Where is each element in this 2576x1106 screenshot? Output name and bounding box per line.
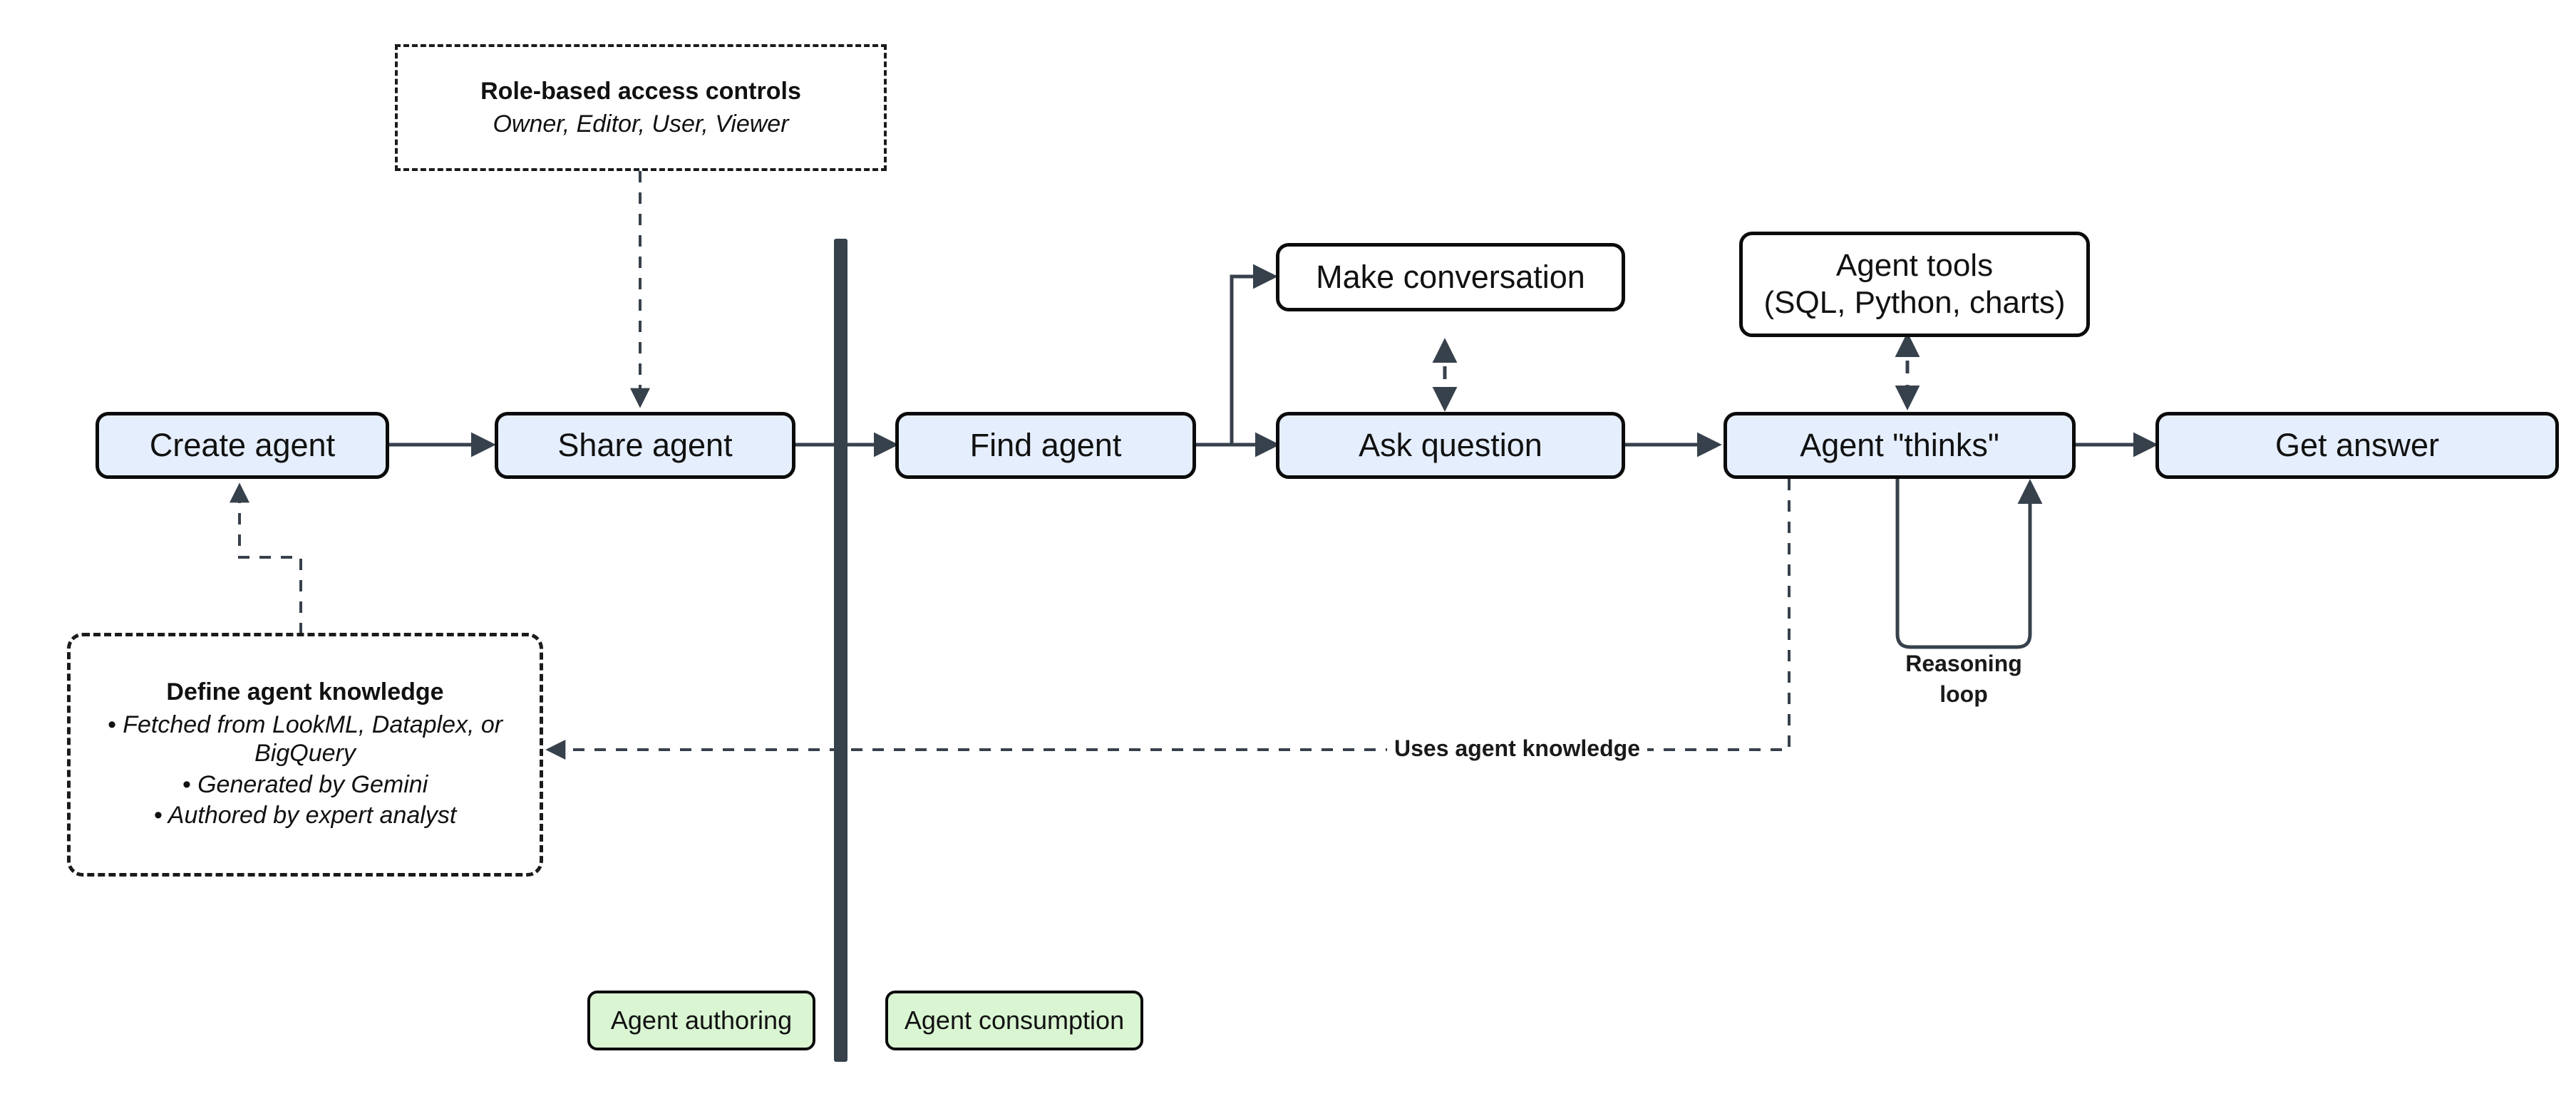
edge-find-to-conversation (1196, 264, 1278, 447)
node-share-agent[interactable]: Share agent (495, 412, 795, 479)
legend-agent-consumption-label: Agent consumption (904, 1005, 1125, 1035)
agent-tools-line-1: Agent tools (1835, 248, 1994, 284)
node-make-conversation-label: Make conversation (1316, 259, 1585, 296)
node-create-agent-label: Create agent (149, 427, 336, 464)
node-ask-question-label: Ask question (1359, 427, 1542, 464)
node-find-agent[interactable]: Find agent (895, 412, 1196, 479)
edge-uses-agent-knowledge (545, 479, 1791, 760)
node-find-agent-label: Find agent (969, 427, 1122, 464)
rbac-note-title: Role-based access controls (480, 77, 801, 105)
knowledge-note-item: • Generated by Gemini (182, 770, 428, 798)
knowledge-note-item: • Authored by expert analyst (153, 801, 457, 829)
node-get-answer[interactable]: Get answer (2155, 412, 2559, 479)
edge-reasoning-loop (1895, 479, 2043, 649)
node-agent-thinks[interactable]: Agent "thinks" (1724, 412, 2076, 479)
note-define-agent-knowledge: Define agent knowledge • Fetched from Lo… (67, 633, 543, 877)
edge-knowledge-to-create (230, 482, 302, 634)
edge-label-uses-agent-knowledge: Uses agent knowledge (1387, 735, 1647, 762)
section-divider (834, 239, 847, 1062)
node-get-answer-label: Get answer (2274, 427, 2440, 464)
note-role-based-access-controls: Role-based access controls Owner, Editor… (395, 44, 887, 171)
node-ask-question[interactable]: Ask question (1276, 412, 1625, 479)
legend-agent-authoring: Agent authoring (587, 991, 815, 1050)
reasoning-loop-label: Reasoning loop (1905, 651, 2022, 708)
node-make-conversation[interactable]: Make conversation (1276, 243, 1625, 311)
node-agent-thinks-label: Agent "thinks" (1800, 427, 1999, 464)
node-create-agent[interactable]: Create agent (96, 412, 389, 479)
rbac-note-subtitle: Owner, Editor, User, Viewer (493, 110, 789, 138)
knowledge-note-item: • Fetched from LookML, Dataplex, or BigQ… (107, 711, 503, 768)
knowledge-note-title: Define agent knowledge (166, 678, 444, 706)
legend-agent-authoring-label: Agent authoring (610, 1005, 793, 1035)
node-agent-tools[interactable]: Agent tools (SQL, Python, charts) (1739, 232, 2090, 337)
node-share-agent-label: Share agent (557, 427, 733, 464)
knowledge-note-list: • Fetched from LookML, Dataplex, or BigQ… (89, 710, 521, 829)
agent-tools-line-2: (SQL, Python, charts) (1763, 285, 2066, 320)
legend-agent-consumption: Agent consumption (885, 991, 1143, 1050)
